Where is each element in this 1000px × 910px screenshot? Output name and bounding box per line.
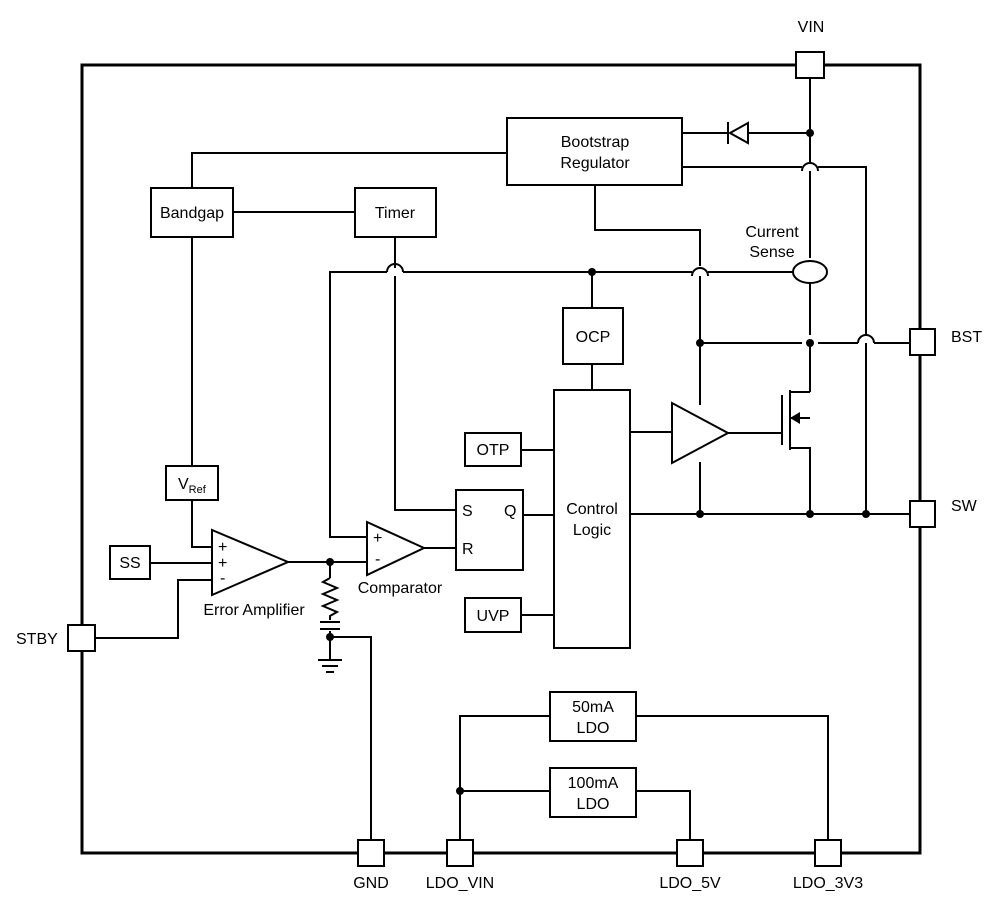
pin-vin-label: VIN (798, 19, 825, 36)
sr-s-label: S (462, 503, 473, 520)
ea-plus2-label: + (218, 555, 227, 572)
svg-text:VRef: VRef (178, 476, 207, 496)
ss-block: SS (109, 545, 151, 580)
vref-block: VRef (165, 465, 219, 501)
ldo50-line2: LDO (577, 720, 610, 737)
bandgap-block: Bandgap (150, 187, 234, 238)
wires (95, 78, 910, 840)
current-sense-label-line2: Sense (749, 244, 794, 261)
pin-bst: BST (909, 328, 982, 356)
cmp-minus-label: - (375, 551, 380, 568)
current-sense-coil (792, 260, 828, 284)
pin-ldo-5v: LDO_5V (659, 839, 721, 892)
error-amplifier-label: Error Amplifier (203, 602, 305, 619)
chip-boundary (80, 63, 922, 855)
pin-ldo-vin-label: LDO_VIN (426, 875, 494, 892)
bandgap-label: Bandgap (160, 205, 224, 222)
ldo100-line1: 100mA (568, 775, 619, 792)
ldo100-line2: LDO (577, 796, 610, 813)
pin-sw-label: SW (951, 498, 978, 515)
pin-ldo-3v3-label: LDO_3V3 (793, 875, 863, 892)
pin-gnd: GND (353, 839, 389, 892)
bootstrap-label-line2: Regulator (560, 155, 630, 172)
comparator: + - (366, 520, 427, 577)
pin-stby: STBY (16, 624, 96, 652)
otp-block: OTP (464, 432, 522, 467)
sr-r-label: R (462, 541, 474, 558)
ldo-100ma-block: 100mA LDO (549, 767, 637, 818)
error-amplifier: + + - (211, 528, 291, 597)
timer-label: Timer (375, 205, 416, 222)
pin-ldo-5v-label: LDO_5V (659, 875, 721, 892)
pin-bst-label: BST (951, 329, 982, 346)
pin-ldo-vin: LDO_VIN (426, 839, 494, 892)
junction-dots (326, 129, 870, 795)
ldo-50ma-block: 50mA LDO (549, 691, 637, 742)
cmp-plus-label: + (373, 530, 382, 547)
uvp-block: UVP (464, 597, 522, 633)
vref-main-label: V (178, 476, 189, 493)
ocp-block: OCP (562, 307, 624, 365)
otp-label: OTP (477, 442, 510, 459)
ea-minus-label: - (220, 570, 225, 587)
bootstrap-regulator-block: Bootstrap Regulator (506, 117, 683, 186)
ldo50-line1: 50mA (572, 699, 614, 716)
control-logic-block: Control Logic (553, 389, 631, 649)
sr-latch-block: S Q R (455, 489, 524, 571)
ea-plus1-label: + (218, 539, 227, 556)
pin-vin: VIN (795, 19, 825, 79)
pin-sw: SW (909, 498, 978, 528)
current-sense-label-line1: Current (745, 224, 799, 241)
pin-ldo-3v3: LDO_3V3 (793, 839, 863, 892)
vref-subscript-label: Ref (189, 484, 207, 496)
uvp-label: UVP (477, 608, 510, 625)
bootstrap-label-line1: Bootstrap (561, 134, 630, 151)
pin-stby-label: STBY (16, 631, 58, 648)
bootstrap-diode (727, 121, 749, 145)
comparator-label: Comparator (358, 580, 443, 597)
timer-block: Timer (354, 187, 437, 238)
ss-label: SS (119, 555, 140, 572)
pin-gnd-label: GND (353, 875, 389, 892)
control-logic-line2: Logic (573, 522, 611, 539)
gate-driver (671, 401, 731, 465)
sr-q-label: Q (504, 503, 516, 520)
control-logic-line1: Control (566, 501, 618, 518)
ocp-label: OCP (576, 329, 611, 346)
